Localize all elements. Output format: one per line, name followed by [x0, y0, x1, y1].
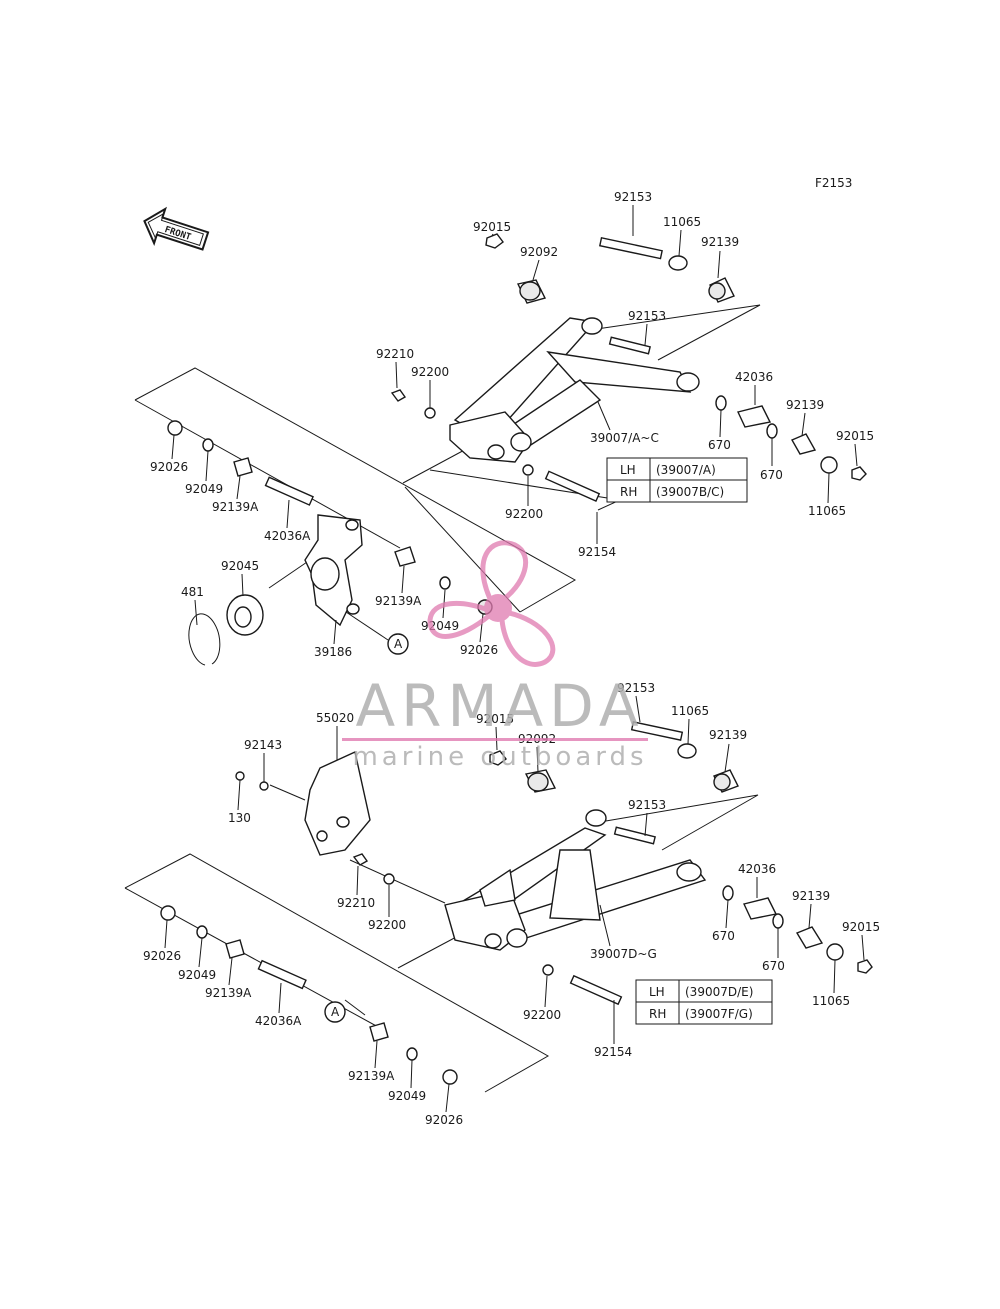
part-label: 92026: [460, 643, 498, 657]
part-label: 39007/A~C: [590, 431, 659, 445]
part-label: 670: [762, 959, 785, 973]
part-label: 92026: [143, 949, 181, 963]
part-label: 11065: [812, 994, 850, 1008]
upper-side-table: LH (39007/A) RH (39007B/C): [606, 457, 748, 503]
part-label: 42036: [738, 862, 776, 876]
part-label: 92015: [473, 220, 511, 234]
part-label: 92153: [628, 309, 666, 323]
part-label: 92045: [221, 559, 259, 573]
part-label: 92139A: [348, 1069, 395, 1083]
propeller-logo-icon: [427, 540, 556, 667]
part-label: 39186: [314, 645, 352, 659]
upper-part-labels: 92153 11065 92139 92015 92092 92153 9221…: [150, 190, 874, 659]
table-side: RH: [649, 1007, 666, 1021]
part-label: 92153: [614, 190, 652, 204]
part-label: 92139A: [205, 986, 252, 1000]
ref-a-lower: A: [331, 1005, 340, 1019]
part-label: 92200: [368, 918, 406, 932]
part-label: 42036: [735, 370, 773, 384]
part-label: 92200: [523, 1008, 561, 1022]
part-label: 670: [712, 929, 735, 943]
part-label: 92154: [594, 1045, 632, 1059]
figure-code: F2153: [815, 176, 852, 190]
front-arrow-icon: FRONT: [143, 206, 210, 251]
part-label: 670: [760, 468, 783, 482]
part-label: 92153: [628, 798, 666, 812]
table-side: LH: [620, 463, 636, 477]
watermark-brand-name: ARMADA: [355, 672, 645, 740]
table-code: (39007/A): [656, 463, 716, 477]
part-label: 92049: [178, 968, 216, 982]
part-label: 92139A: [375, 594, 422, 608]
part-label: 92026: [150, 460, 188, 474]
table-code: (39007B/C): [656, 485, 724, 499]
part-label: 92154: [578, 545, 616, 559]
table-side: RH: [620, 485, 637, 499]
part-label: 42036A: [255, 1014, 302, 1028]
part-label: 92015: [476, 712, 514, 726]
part-label: 481: [181, 585, 204, 599]
part-label: 92143: [244, 738, 282, 752]
part-label: 92049: [388, 1089, 426, 1103]
part-label: 92210: [337, 896, 375, 910]
upper-assembly: A 92153 11065 92139 92015 92092 92153 92…: [134, 190, 874, 666]
part-label: 92139: [792, 889, 830, 903]
part-label: 92015: [836, 429, 874, 443]
part-label: 92200: [505, 507, 543, 521]
watermark-tagline: marine outboards: [352, 742, 648, 772]
part-label: 11065: [808, 504, 846, 518]
part-label: 92049: [185, 482, 223, 496]
part-label: 670: [708, 438, 731, 452]
part-label: 11065: [671, 704, 709, 718]
part-label: 92092: [520, 245, 558, 259]
part-label: 11065: [663, 215, 701, 229]
ref-a-upper: A: [394, 637, 403, 651]
part-label: 92200: [411, 365, 449, 379]
part-label: 92139: [786, 398, 824, 412]
part-label: 92153: [617, 681, 655, 695]
part-label: 42036A: [264, 529, 311, 543]
part-label: 92015: [842, 920, 880, 934]
lower-side-table: LH (39007D/E) RH (39007F/G): [635, 979, 773, 1025]
watermark-accent-line: [342, 738, 648, 741]
part-label: 92139A: [212, 500, 259, 514]
table-side: LH: [649, 985, 665, 999]
part-label: 55020: [316, 711, 354, 725]
part-label: 92210: [376, 347, 414, 361]
part-label: 92049: [421, 619, 459, 633]
part-label: 39007D~G: [590, 947, 657, 961]
part-label: 92139: [709, 728, 747, 742]
table-code: (39007D/E): [685, 985, 753, 999]
table-code: (39007F/G): [685, 1007, 753, 1021]
part-label: 92139: [701, 235, 739, 249]
part-label: 92026: [425, 1113, 463, 1127]
part-label: 130: [228, 811, 251, 825]
